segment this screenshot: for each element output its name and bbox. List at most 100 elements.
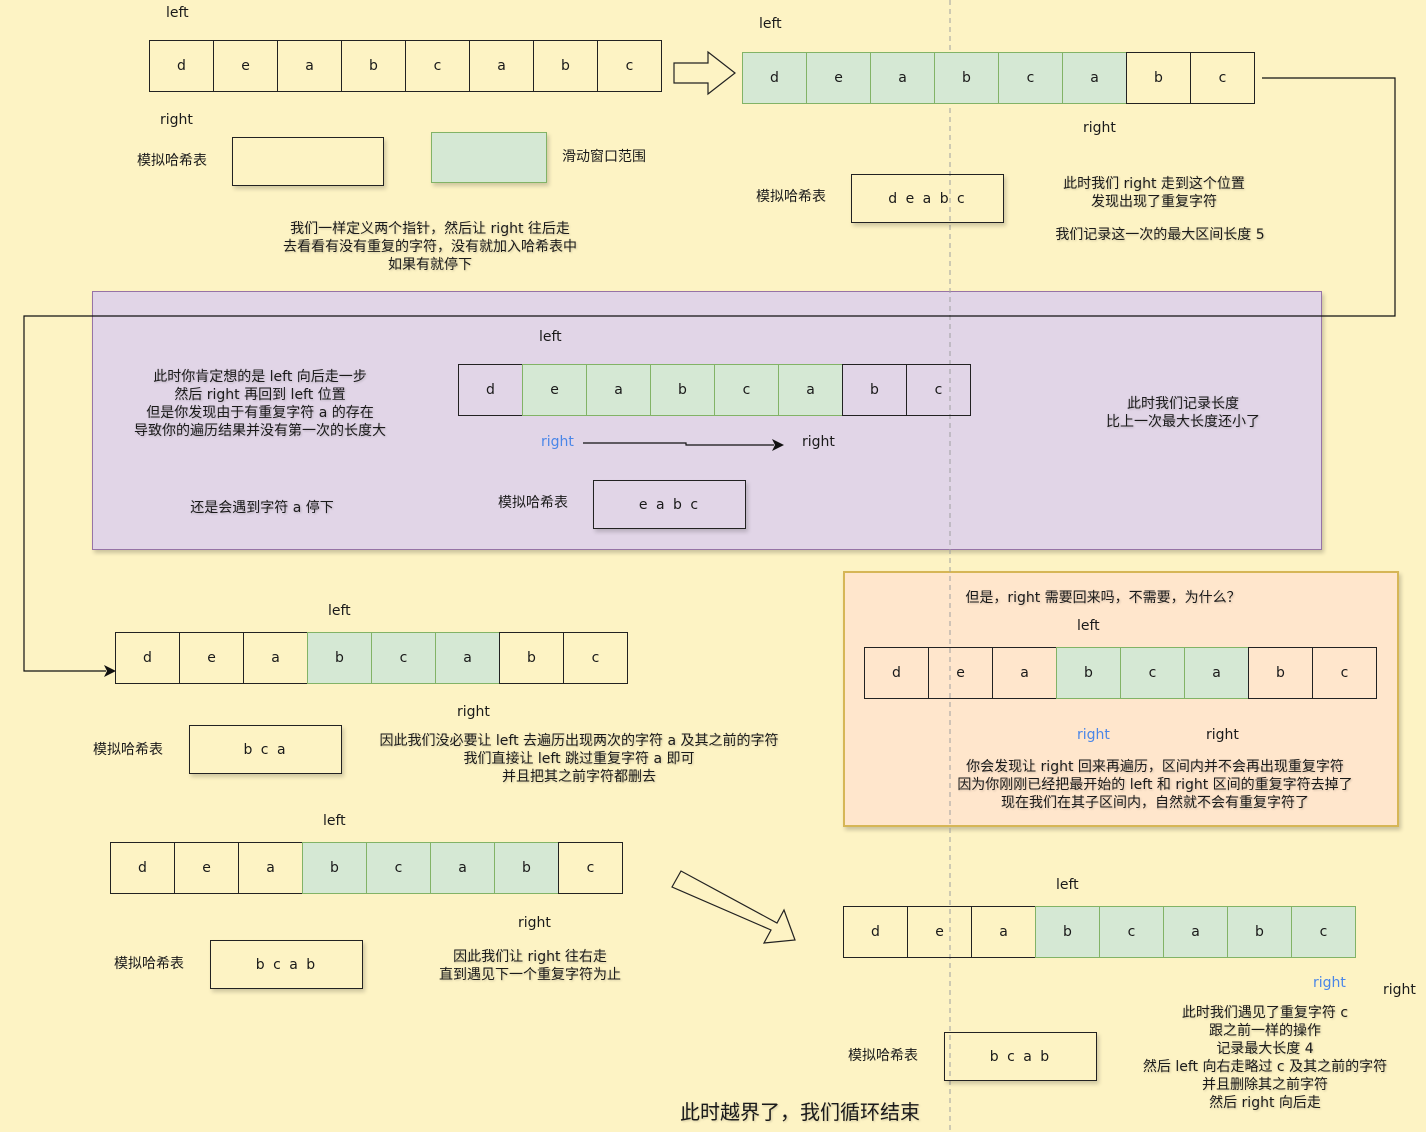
array-row-6: d e a b c a b c xyxy=(864,647,1377,699)
array-cell: a xyxy=(238,842,303,894)
array-cell: b xyxy=(302,842,367,894)
array-cell: c xyxy=(563,632,628,684)
array-cell: a xyxy=(277,40,342,92)
right-label-1: right xyxy=(160,112,193,128)
array-cell: c xyxy=(371,632,436,684)
left-label-2: left xyxy=(759,16,782,32)
hash-box-2: d e a b c xyxy=(851,174,1004,223)
array-cell: d xyxy=(149,40,214,92)
text-step3a: 此时你肯定想的是 left 向后走一步 然后 right 再回到 left 位置… xyxy=(134,369,386,439)
right-start-label-7: right xyxy=(1313,975,1346,991)
hash-label-3: 模拟哈希表 xyxy=(498,495,568,511)
array-cell: a xyxy=(430,842,495,894)
array-cell: d xyxy=(742,52,807,104)
array-cell: c xyxy=(1120,647,1185,699)
array-cell: b xyxy=(341,40,406,92)
right-end-label-3: right xyxy=(802,434,835,450)
array-cell: b xyxy=(533,40,598,92)
hash-label-4: 模拟哈希表 xyxy=(93,742,163,758)
left-label-1: left xyxy=(166,5,189,21)
array-row-3: d e a b c a b c xyxy=(458,364,971,416)
array-cell: c xyxy=(1291,906,1356,958)
hash-label-1: 模拟哈希表 xyxy=(137,153,207,169)
left-label-4: left xyxy=(328,603,351,619)
array-cell: b xyxy=(934,52,999,104)
hash-box-7: b c a b xyxy=(944,1032,1097,1081)
array-cell: a xyxy=(992,647,1057,699)
array-cell: d xyxy=(110,842,175,894)
hash-box-4: b c a xyxy=(189,725,342,774)
hash-label-2: 模拟哈希表 xyxy=(756,189,826,205)
array-cell: b xyxy=(1248,647,1313,699)
array-cell: a xyxy=(243,632,308,684)
array-cell: b xyxy=(842,364,907,416)
hash-label-5: 模拟哈希表 xyxy=(114,956,184,972)
array-cell: e xyxy=(928,647,993,699)
array-cell: c xyxy=(1312,647,1377,699)
right-end-label-6: right xyxy=(1206,727,1239,743)
right-label-2: right xyxy=(1083,120,1116,136)
array-cell: b xyxy=(1035,906,1100,958)
right-start-label-3: right xyxy=(541,434,574,450)
array-cell: c xyxy=(714,364,779,416)
right-label-4: right xyxy=(457,704,490,720)
left-label-6: left xyxy=(1077,618,1100,634)
left-label-7: left xyxy=(1056,877,1079,893)
array-cell: c xyxy=(1190,52,1255,104)
array-cell: e xyxy=(179,632,244,684)
array-cell: d xyxy=(864,647,929,699)
array-cell: d xyxy=(458,364,523,416)
array-cell: b xyxy=(650,364,715,416)
orange-panel xyxy=(843,571,1399,827)
array-cell: e xyxy=(174,842,239,894)
array-cell: c xyxy=(558,842,623,894)
array-cell: d xyxy=(843,906,908,958)
text-step3b: 还是会遇到字符 a 停下 xyxy=(190,500,334,516)
text-step5: 因此我们让 right 往右走 直到遇见下一个重复字符为止 xyxy=(439,949,621,983)
right-start-label-6: right xyxy=(1077,727,1110,743)
array-cell: a xyxy=(469,40,534,92)
array-cell: a xyxy=(778,364,843,416)
text-step2a: 此时我们 right 走到这个位置 发现出现了重复字符 xyxy=(1063,176,1245,210)
legend-label: 滑动窗口范围 xyxy=(562,149,646,165)
right-label-5: right xyxy=(518,915,551,931)
text-step3c: 此时我们记录长度 比上一次最大长度还小了 xyxy=(1106,396,1260,430)
array-cell: a xyxy=(1184,647,1249,699)
array-row-4: d e a b c a b c xyxy=(115,632,628,684)
text-step6b: 你会发现让 right 回来再遍历，区间内并不会再出现重复字符 因为你刚刚已经把… xyxy=(957,759,1353,811)
hash-box-5: b c a b xyxy=(210,940,363,989)
array-cell: c xyxy=(597,40,662,92)
array-cell: e xyxy=(907,906,972,958)
text-step7: 此时我们遇见了重复字符 c 跟之前一样的操作 记录最大长度 4 然后 left … xyxy=(1142,1005,1388,1111)
array-cell: a xyxy=(435,632,500,684)
array-row-2: d e a b c a b c xyxy=(742,52,1255,104)
left-label-3: left xyxy=(539,329,562,345)
array-row-1: d e a b c a b c xyxy=(149,40,662,92)
array-cell: a xyxy=(1163,906,1228,958)
array-cell: c xyxy=(906,364,971,416)
array-cell: a xyxy=(870,52,935,104)
hash-box-1 xyxy=(232,137,384,186)
text-step2b: 我们记录这一次的最大区间长度 5 xyxy=(1055,227,1265,243)
legend-swatch xyxy=(431,132,547,183)
hash-label-7: 模拟哈希表 xyxy=(848,1048,918,1064)
purple-panel xyxy=(92,291,1322,550)
array-cell: b xyxy=(1126,52,1191,104)
array-cell: e xyxy=(213,40,278,92)
array-cell: b xyxy=(499,632,564,684)
array-cell: e xyxy=(522,364,587,416)
text-step6a: 但是，right 需要回来吗，不需要，为什么？ xyxy=(965,590,1241,606)
left-label-5: left xyxy=(323,813,346,829)
array-cell: c xyxy=(1099,906,1164,958)
right-end-label-7: right xyxy=(1383,982,1416,998)
array-cell: e xyxy=(806,52,871,104)
array-cell: b xyxy=(494,842,559,894)
array-cell: d xyxy=(115,632,180,684)
text-step4: 因此我们没必要让 left 去遍历出现两次的字符 a 及其之前的字符 我们直接让… xyxy=(379,733,779,785)
array-cell: c xyxy=(998,52,1063,104)
end-text: 此时越界了，我们循环结束 xyxy=(680,1100,920,1124)
array-cell: a xyxy=(1062,52,1127,104)
array-row-7: d e a b c a b c xyxy=(843,906,1356,958)
array-cell: a xyxy=(586,364,651,416)
